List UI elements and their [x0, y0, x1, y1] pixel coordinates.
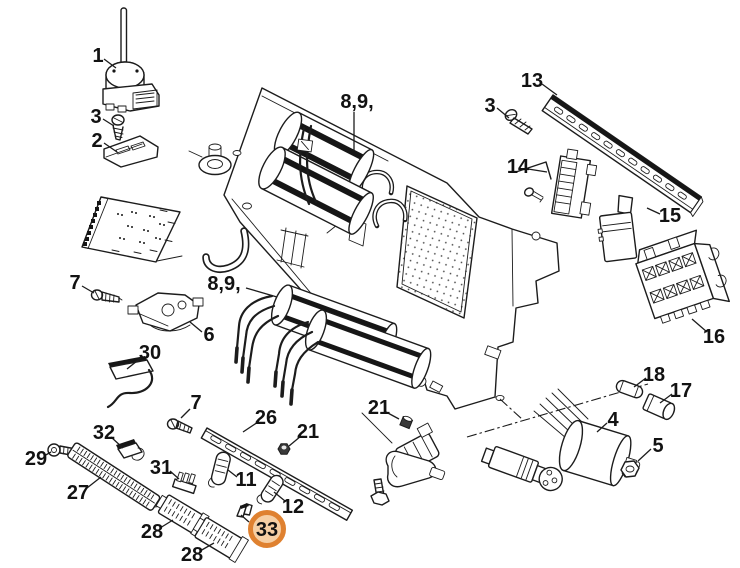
center-line: [466, 383, 649, 438]
leader-line-21-rail: [288, 435, 302, 447]
part-label-15[interactable]: 15: [659, 205, 681, 227]
part-label-3-right[interactable]: 3: [484, 95, 495, 117]
part-grommet[interactable]: [188, 143, 232, 176]
part-label-18[interactable]: 18: [643, 364, 665, 386]
part-4-capacitor[interactable]: [533, 388, 647, 491]
part-label-32[interactable]: 32: [93, 422, 115, 444]
part-label-3-left[interactable]: 3: [90, 106, 101, 128]
part-3-screw-left[interactable]: [111, 114, 125, 141]
leader-line-3-right: [496, 107, 510, 119]
part-7-screw-left[interactable]: [90, 289, 123, 303]
part-label-26[interactable]: 26: [255, 407, 277, 429]
part-7-screw-bottom[interactable]: [166, 418, 193, 434]
part-13-rail[interactable]: [541, 94, 705, 217]
part-label-5[interactable]: 5: [652, 435, 663, 457]
part-label-16[interactable]: 16: [703, 326, 725, 348]
center-line-short: [499, 398, 524, 421]
leader-line-2: [103, 142, 118, 153]
leader-line-8-9-left: [245, 287, 278, 298]
part-label-21-rail[interactable]: 21: [297, 421, 319, 443]
part-label-2[interactable]: 2: [91, 130, 102, 152]
part-label-21-solenoid[interactable]: 21: [368, 397, 390, 419]
part-2-clamp[interactable]: [103, 135, 159, 168]
part-hose[interactable]: [202, 227, 250, 273]
part-5-nut[interactable]: [620, 460, 640, 478]
part-label-7-bottom[interactable]: 7: [190, 392, 201, 414]
part-label-1[interactable]: 1: [92, 45, 103, 67]
leader-line-28-front: [199, 542, 215, 552]
part-8-9-capacitors-bottom[interactable]: [234, 283, 435, 406]
part-label-28-rear[interactable]: 28: [141, 521, 163, 543]
part-32-clip[interactable]: [116, 439, 145, 461]
part-circuit-board[interactable]: [81, 196, 183, 263]
part-27-terminal-strip[interactable]: [67, 442, 166, 515]
leader-line-21-solenoid: [385, 411, 400, 420]
part-label-30[interactable]: 30: [139, 342, 161, 364]
leader-line-16: [691, 318, 708, 333]
part-6-protector[interactable]: [127, 292, 204, 332]
leader-line-7-bottom: [180, 408, 191, 419]
leader-line-28-rear: [159, 519, 174, 529]
leader-line-27: [86, 476, 102, 489]
leader-line-30: [126, 356, 143, 370]
part-21-nut[interactable]: [277, 443, 291, 455]
part-8-9-capacitors-top[interactable]: [254, 109, 379, 238]
part-label-4[interactable]: 4: [607, 409, 619, 431]
leader-line-5: [637, 448, 652, 462]
part-15-module[interactable]: [594, 194, 640, 263]
part-3-screw-right[interactable]: [503, 107, 533, 135]
leader-line-33: [240, 514, 250, 523]
part-label-11[interactable]: 11: [235, 469, 256, 491]
part-label-8-9-left[interactable]: 8,9,: [207, 273, 240, 295]
leader-line-6: [189, 321, 203, 333]
part-label-13[interactable]: 13: [521, 70, 543, 92]
part-28-block-front[interactable]: [190, 513, 249, 563]
part-21-solenoid[interactable]: [361, 412, 446, 506]
leader-line-11: [227, 469, 238, 478]
leader-line-26: [242, 421, 259, 433]
leader-line-17: [659, 393, 673, 404]
leader-line-4: [596, 422, 608, 433]
part-1-switch[interactable]: [102, 7, 160, 113]
leader-line-14: [527, 168, 548, 173]
leader-line-29: [43, 451, 52, 457]
part-12-clip[interactable]: [255, 472, 285, 508]
part-11-clip[interactable]: [208, 450, 232, 489]
part-label-14[interactable]: 14: [507, 156, 530, 178]
part-18-fuse[interactable]: [615, 379, 644, 400]
solenoid-bolt: [370, 478, 390, 506]
part-label-28-front[interactable]: 28: [181, 544, 203, 566]
leader-line-13: [541, 83, 558, 96]
leader-line-15: [646, 207, 661, 215]
part-label-17[interactable]: 17: [670, 380, 692, 402]
part-33-clamp[interactable]: [236, 503, 253, 518]
part-16-contactor[interactable]: [632, 226, 735, 326]
part-label-29[interactable]: 29: [25, 448, 47, 470]
part-label-33[interactable]: 33: [256, 519, 278, 541]
leader-line-1: [103, 58, 117, 69]
leader-line-3-left: [102, 118, 115, 127]
part-label-12[interactable]: 12: [282, 496, 304, 518]
annotation-layer: 1328,9,8,9,76301331415161817452121267111…: [25, 45, 725, 566]
part-31[interactable]: [171, 469, 199, 495]
leader-line-12: [273, 491, 286, 502]
leader-line-31: [169, 470, 180, 480]
leader-line-32: [110, 436, 124, 449]
part-30[interactable]: [106, 356, 154, 409]
part-label-8-9-top[interactable]: 8,9,: [340, 91, 373, 113]
part-label-31[interactable]: 31: [150, 457, 172, 479]
part-label-6[interactable]: 6: [203, 324, 214, 346]
part-label-7-left[interactable]: 7: [69, 272, 80, 294]
part-14-connector[interactable]: [515, 148, 599, 219]
part-label-27[interactable]: 27: [67, 482, 89, 504]
leader-line-18: [633, 377, 647, 388]
selected-part-highlight[interactable]: [248, 510, 286, 548]
leader-line-7-left: [81, 285, 95, 294]
capacitor-wires: [234, 294, 320, 406]
part-plug-connector[interactable]: [480, 443, 566, 493]
